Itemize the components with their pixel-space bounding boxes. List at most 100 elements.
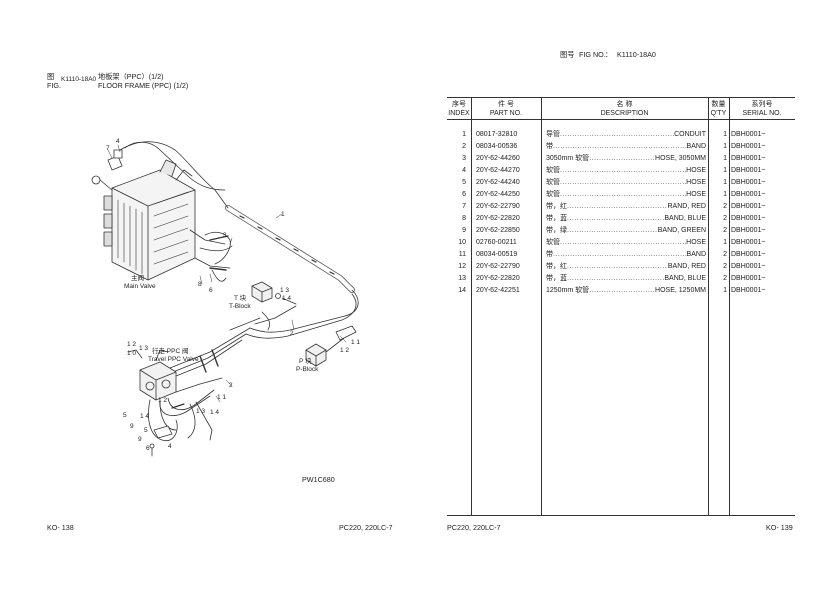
row-serial: DBH0001~ xyxy=(731,287,766,294)
index-mark: 9 xyxy=(130,423,134,430)
row-description-zh: 带，蓝 xyxy=(546,215,567,222)
p-block-drawing xyxy=(305,325,357,367)
row-description: 软管HOSE xyxy=(546,165,706,177)
row-index: 2 xyxy=(462,143,466,150)
row-qty: 1 xyxy=(723,143,727,150)
row-index: 1 xyxy=(462,131,466,138)
row-index: 4 xyxy=(462,167,466,174)
row-description: 1250mm 软管 HOSE, 1250MM xyxy=(546,285,706,297)
row-qty: 1 xyxy=(723,287,727,294)
row-part-no: 02760-00211 xyxy=(476,239,517,246)
row-index: 13 xyxy=(458,275,466,282)
index-mark: 6 xyxy=(146,445,150,452)
index-mark: 1 1 xyxy=(217,394,227,401)
row-description-en: HOSE xyxy=(686,179,706,186)
leader-dots xyxy=(560,165,686,177)
row-index: 14 xyxy=(458,287,466,294)
row-index: 5 xyxy=(462,179,466,186)
row-index: 6 xyxy=(462,191,466,198)
row-description: 软管HOSE xyxy=(546,177,706,189)
leader-dots xyxy=(560,189,686,201)
row-qty: 2 xyxy=(723,227,727,234)
row-description-en: HOSE, 1250MM xyxy=(655,287,706,294)
row-description-zh: 软管 xyxy=(546,167,560,174)
column-divider xyxy=(729,98,730,515)
row-qty: 2 xyxy=(723,251,727,258)
row-description-zh: 软管 xyxy=(546,239,560,246)
index-mark: 4 xyxy=(168,443,172,450)
row-description: 带，红RAND, RED xyxy=(546,201,706,213)
index-mark: 1 0 xyxy=(127,350,137,357)
p-block-label-en: P-Block xyxy=(296,366,319,373)
main-valve-label-en: Main Valve xyxy=(124,283,156,290)
row-description: 带，蓝BAND, BLUE xyxy=(546,273,706,285)
index-mark: 1 3 xyxy=(280,287,290,294)
row-part-no: 20Y-62-22820 xyxy=(476,275,520,282)
row-qty: 2 xyxy=(723,215,727,222)
row-serial: DBH0001~ xyxy=(731,215,766,222)
row-description-zh: 带 xyxy=(546,143,553,150)
row-description-en: BAND, BLUE xyxy=(664,275,706,282)
row-description: 带，绿BAND, GREEN xyxy=(546,225,706,237)
column-divider xyxy=(471,98,472,515)
row-qty: 2 xyxy=(723,263,727,270)
t-block-label-en: T-Block xyxy=(229,303,251,310)
fig-no-en: FIG NO. xyxy=(579,50,606,59)
row-index: 7 xyxy=(462,203,466,210)
index-mark: 4 xyxy=(116,138,120,145)
row-description: 带，红BAND, RED xyxy=(546,261,706,273)
index-mark: 1 1 xyxy=(351,339,361,346)
row-part-no: 20Y-62-44250 xyxy=(476,191,520,198)
row-part-no: 20Y-62-22850 xyxy=(476,227,520,234)
fig-label-en: FIG. xyxy=(47,81,61,90)
row-qty: 1 xyxy=(723,131,727,138)
index-mark: 2 xyxy=(229,382,233,389)
leader-dots xyxy=(560,177,686,189)
index-mark: 9 xyxy=(138,436,142,443)
fig-number: K1110-18A0 xyxy=(61,76,97,83)
row-part-no: 20Y-62-42251 xyxy=(476,287,520,294)
row-description-zh: 3050mm 软管 xyxy=(546,155,590,162)
index-mark: 7 xyxy=(106,145,110,152)
leader-dots xyxy=(567,201,667,213)
row-description-zh: 软管 xyxy=(546,191,560,198)
index-mark: 1 3 xyxy=(139,345,149,352)
exploded-diagram xyxy=(91,141,359,457)
row-index: 10 xyxy=(458,239,466,246)
travel-ppc-label-zh: 行走 PPC 阀 xyxy=(152,348,189,355)
row-index: 11 xyxy=(458,251,466,258)
row-part-no: 08017-32810 xyxy=(476,131,518,138)
conduit-drawing xyxy=(225,205,355,293)
row-description-en: CONDUIT xyxy=(674,131,706,138)
row-qty: 1 xyxy=(723,191,727,198)
row-index: 9 xyxy=(462,227,466,234)
row-part-no: 20Y-62-22790 xyxy=(476,203,520,210)
row-description-en: RAND, RED xyxy=(667,203,706,210)
row-part-no: 20Y-62-44240 xyxy=(476,179,520,186)
t-block-label-zh: T 块 xyxy=(234,295,247,302)
row-description-zh: 带 xyxy=(546,251,553,258)
leader-dots xyxy=(567,273,664,285)
row-part-no: 20Y-62-22790 xyxy=(476,263,520,270)
index-mark: 5 xyxy=(123,412,127,419)
leader-dots xyxy=(553,141,687,153)
row-description-zh: 1250mm 软管 xyxy=(546,287,590,294)
index-mark: 1 2 xyxy=(127,341,137,348)
row-qty: 1 xyxy=(723,155,727,162)
leader-dots xyxy=(553,249,687,261)
row-description-en: BAND xyxy=(686,251,706,258)
row-index: 12 xyxy=(458,263,466,270)
column-divider xyxy=(708,98,709,515)
leader-dots xyxy=(560,129,674,141)
row-description-zh: 带，红 xyxy=(546,263,567,270)
index-mark: 1 4 xyxy=(282,295,292,302)
row-description-en: HOSE xyxy=(686,239,706,246)
